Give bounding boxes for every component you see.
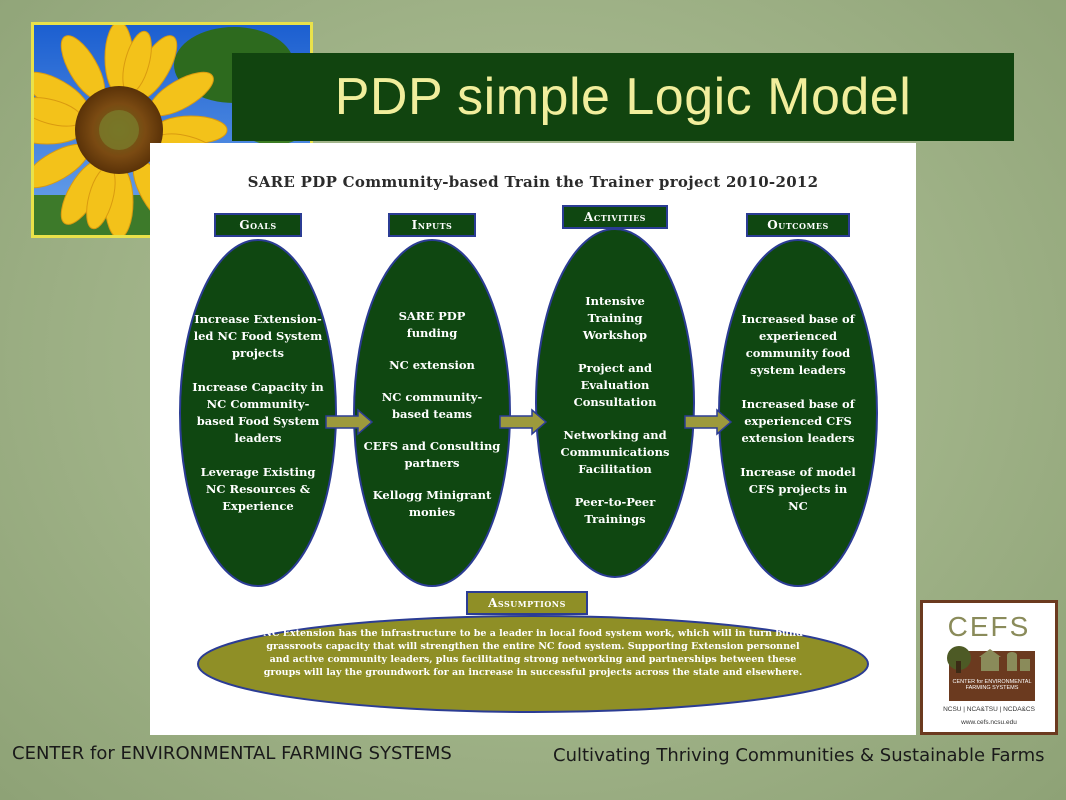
cefs-badge-line: FARMING SYSTEMS — [965, 685, 1019, 691]
right-arrow-icon — [684, 408, 733, 436]
input-item: SARE PDP funding — [398, 308, 466, 340]
cefs-badge-line: CENTER for ENVIRONMENTAL — [952, 679, 1032, 685]
outcome-item: Increase of model CFS projects in NC — [740, 465, 856, 513]
outcome-item: Increased base of experienced CFS extens… — [741, 397, 855, 445]
activity-item: Intensive Training Workshop — [582, 293, 648, 342]
activity-item: Networking and Communications Facilitati… — [560, 427, 670, 476]
right-arrow-icon — [499, 408, 548, 436]
input-item: NC extension — [389, 357, 475, 372]
inputs-oval — [353, 239, 511, 587]
activities-header: Activities — [562, 205, 668, 229]
goals-header: Goals — [214, 213, 302, 237]
goal-item: Increase Capacity in NC Community-based … — [192, 380, 324, 445]
cefs-logo-name: CEFS — [947, 611, 1031, 642]
assumptions-text: NC Extension has the infrastructure to b… — [263, 628, 803, 678]
outcomes-header: Outcomes — [746, 213, 850, 237]
input-item: Kellogg Minigrant monies — [372, 487, 492, 519]
goals-oval — [179, 239, 337, 587]
outcomes-list: Increased base of experienced community … — [734, 285, 862, 541]
assumptions-oval — [197, 615, 869, 713]
activity-item: Peer-to-Peer Trainings — [574, 494, 656, 526]
goals-list: Increase Extension-led NC Food System pr… — [190, 293, 326, 533]
activities-list: Intensive Training Workshop Project and … — [550, 275, 680, 545]
input-item: NC community-based teams — [381, 389, 483, 421]
inputs-list: SARE PDP funding NC extension NC communi… — [362, 283, 502, 545]
activities-oval — [535, 228, 695, 578]
activity-item: Project and Evaluation Consultation — [573, 360, 657, 409]
slide-title: PDP simple Logic Model — [334, 68, 912, 126]
farm-silhouette-icon — [947, 646, 1035, 701]
goal-item: Leverage Existing NC Resources & Experie… — [200, 465, 316, 513]
outcome-item: Increased base of experienced community … — [741, 312, 855, 377]
title-bar: PDP simple Logic Model — [232, 53, 1014, 141]
input-item: CEFS and Consulting partners — [363, 438, 501, 470]
right-arrow-icon — [325, 408, 374, 436]
logic-model-shapes — [179, 228, 878, 713]
cefs-partners: NCSU | NCA&TSU | NCDA&CS — [943, 706, 1035, 713]
footer-tagline: Cultivating Thriving Communities & Susta… — [553, 745, 1045, 766]
cefs-badge-text: CENTER for ENVIRONMENTAL FARMING SYSTEMS — [951, 679, 1033, 691]
inputs-header: Inputs — [388, 213, 476, 237]
logic-model-panel: SARE PDP Community-based Train the Train… — [150, 143, 916, 735]
goal-item: Increase Extension-led NC Food System pr… — [193, 312, 323, 360]
diagram-title: SARE PDP Community-based Train the Train… — [247, 173, 819, 191]
footer-organization: CENTER for ENVIRONMENTAL FARMING SYSTEMS — [12, 743, 452, 764]
assumptions-header: Assumptions — [466, 591, 588, 615]
cefs-url: www.cefs.ncsu.edu — [961, 719, 1017, 726]
cefs-farm-logo: CEFS CENTER for ENVIRONMENTAL FARMING SY… — [920, 600, 1058, 735]
